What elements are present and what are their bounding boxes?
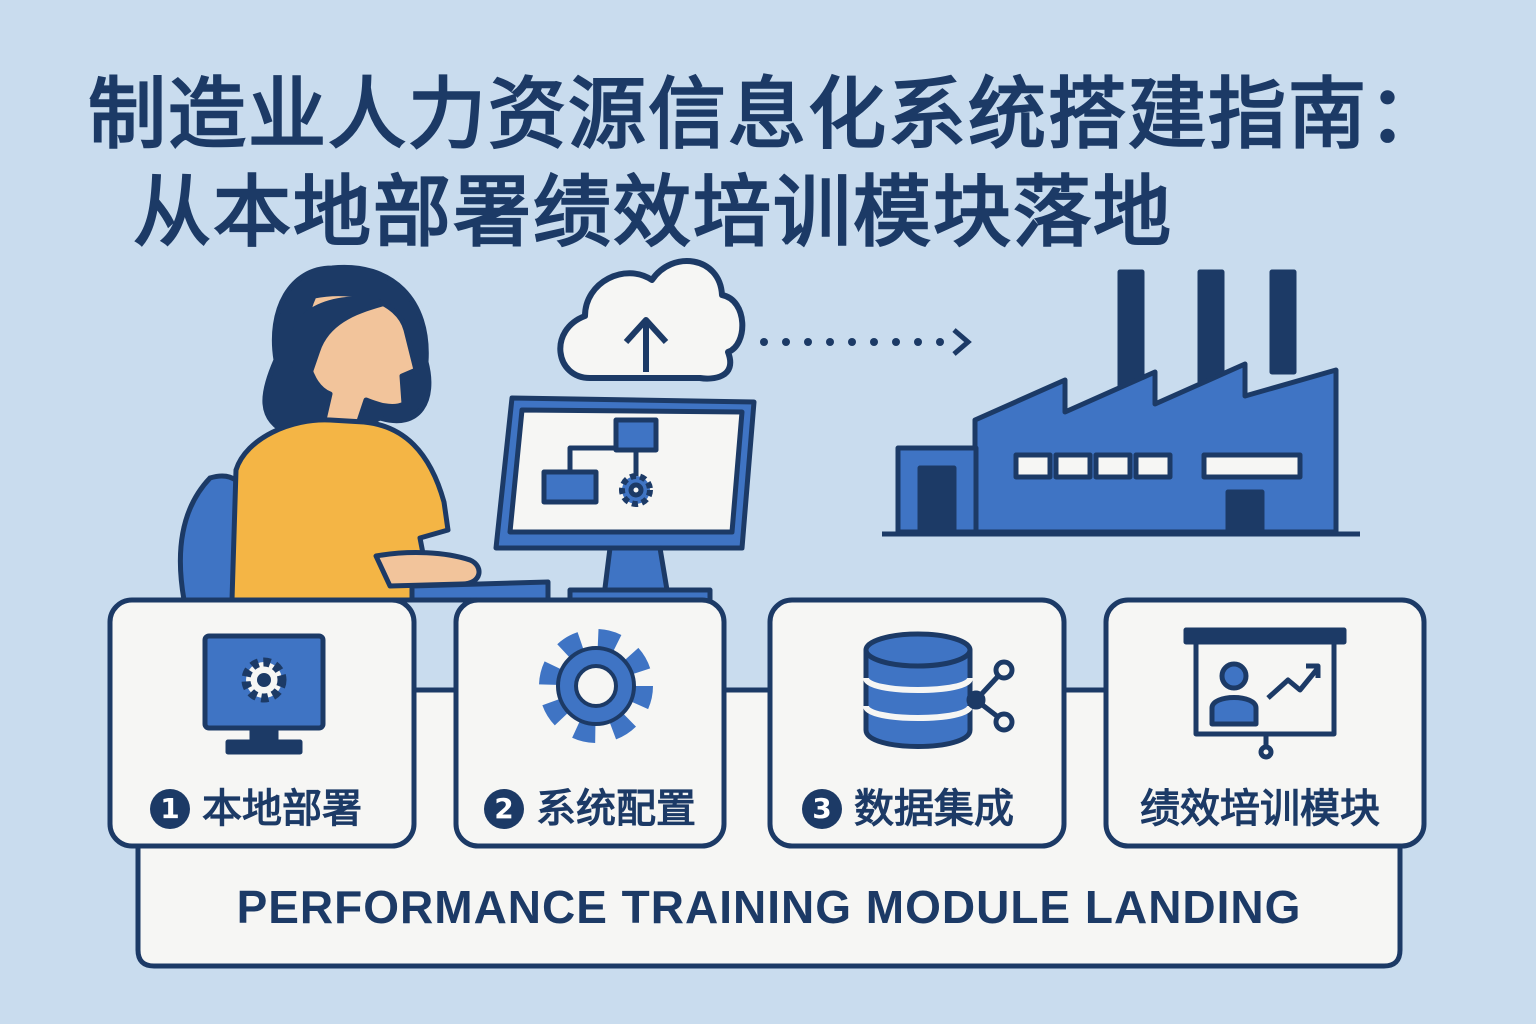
- page-title-line-2: 从本地部署绩效培训模块落地: [132, 168, 1173, 258]
- dotted-arrow-icon: [760, 328, 972, 356]
- monitor-gear-icon: [202, 633, 326, 755]
- step-number-2: 2: [484, 789, 524, 829]
- step-number-3: 3: [802, 789, 842, 829]
- presentation-chart-icon: [1183, 627, 1347, 760]
- page-title-line-1: 制造业人力资源信息化系统搭建指南：: [87, 70, 1448, 160]
- person-icon: [229, 264, 482, 603]
- factory-icon: [882, 269, 1360, 537]
- step-number-1: 1: [150, 789, 190, 829]
- database-share-icon: [863, 631, 1015, 749]
- gear-icon: [539, 629, 653, 743]
- footer-label: PERFORMANCE TRAINING MODULE LANDING: [236, 881, 1302, 933]
- step-label-4: 绩效培训模块: [1140, 786, 1380, 832]
- cloud-upload-icon: [557, 258, 746, 382]
